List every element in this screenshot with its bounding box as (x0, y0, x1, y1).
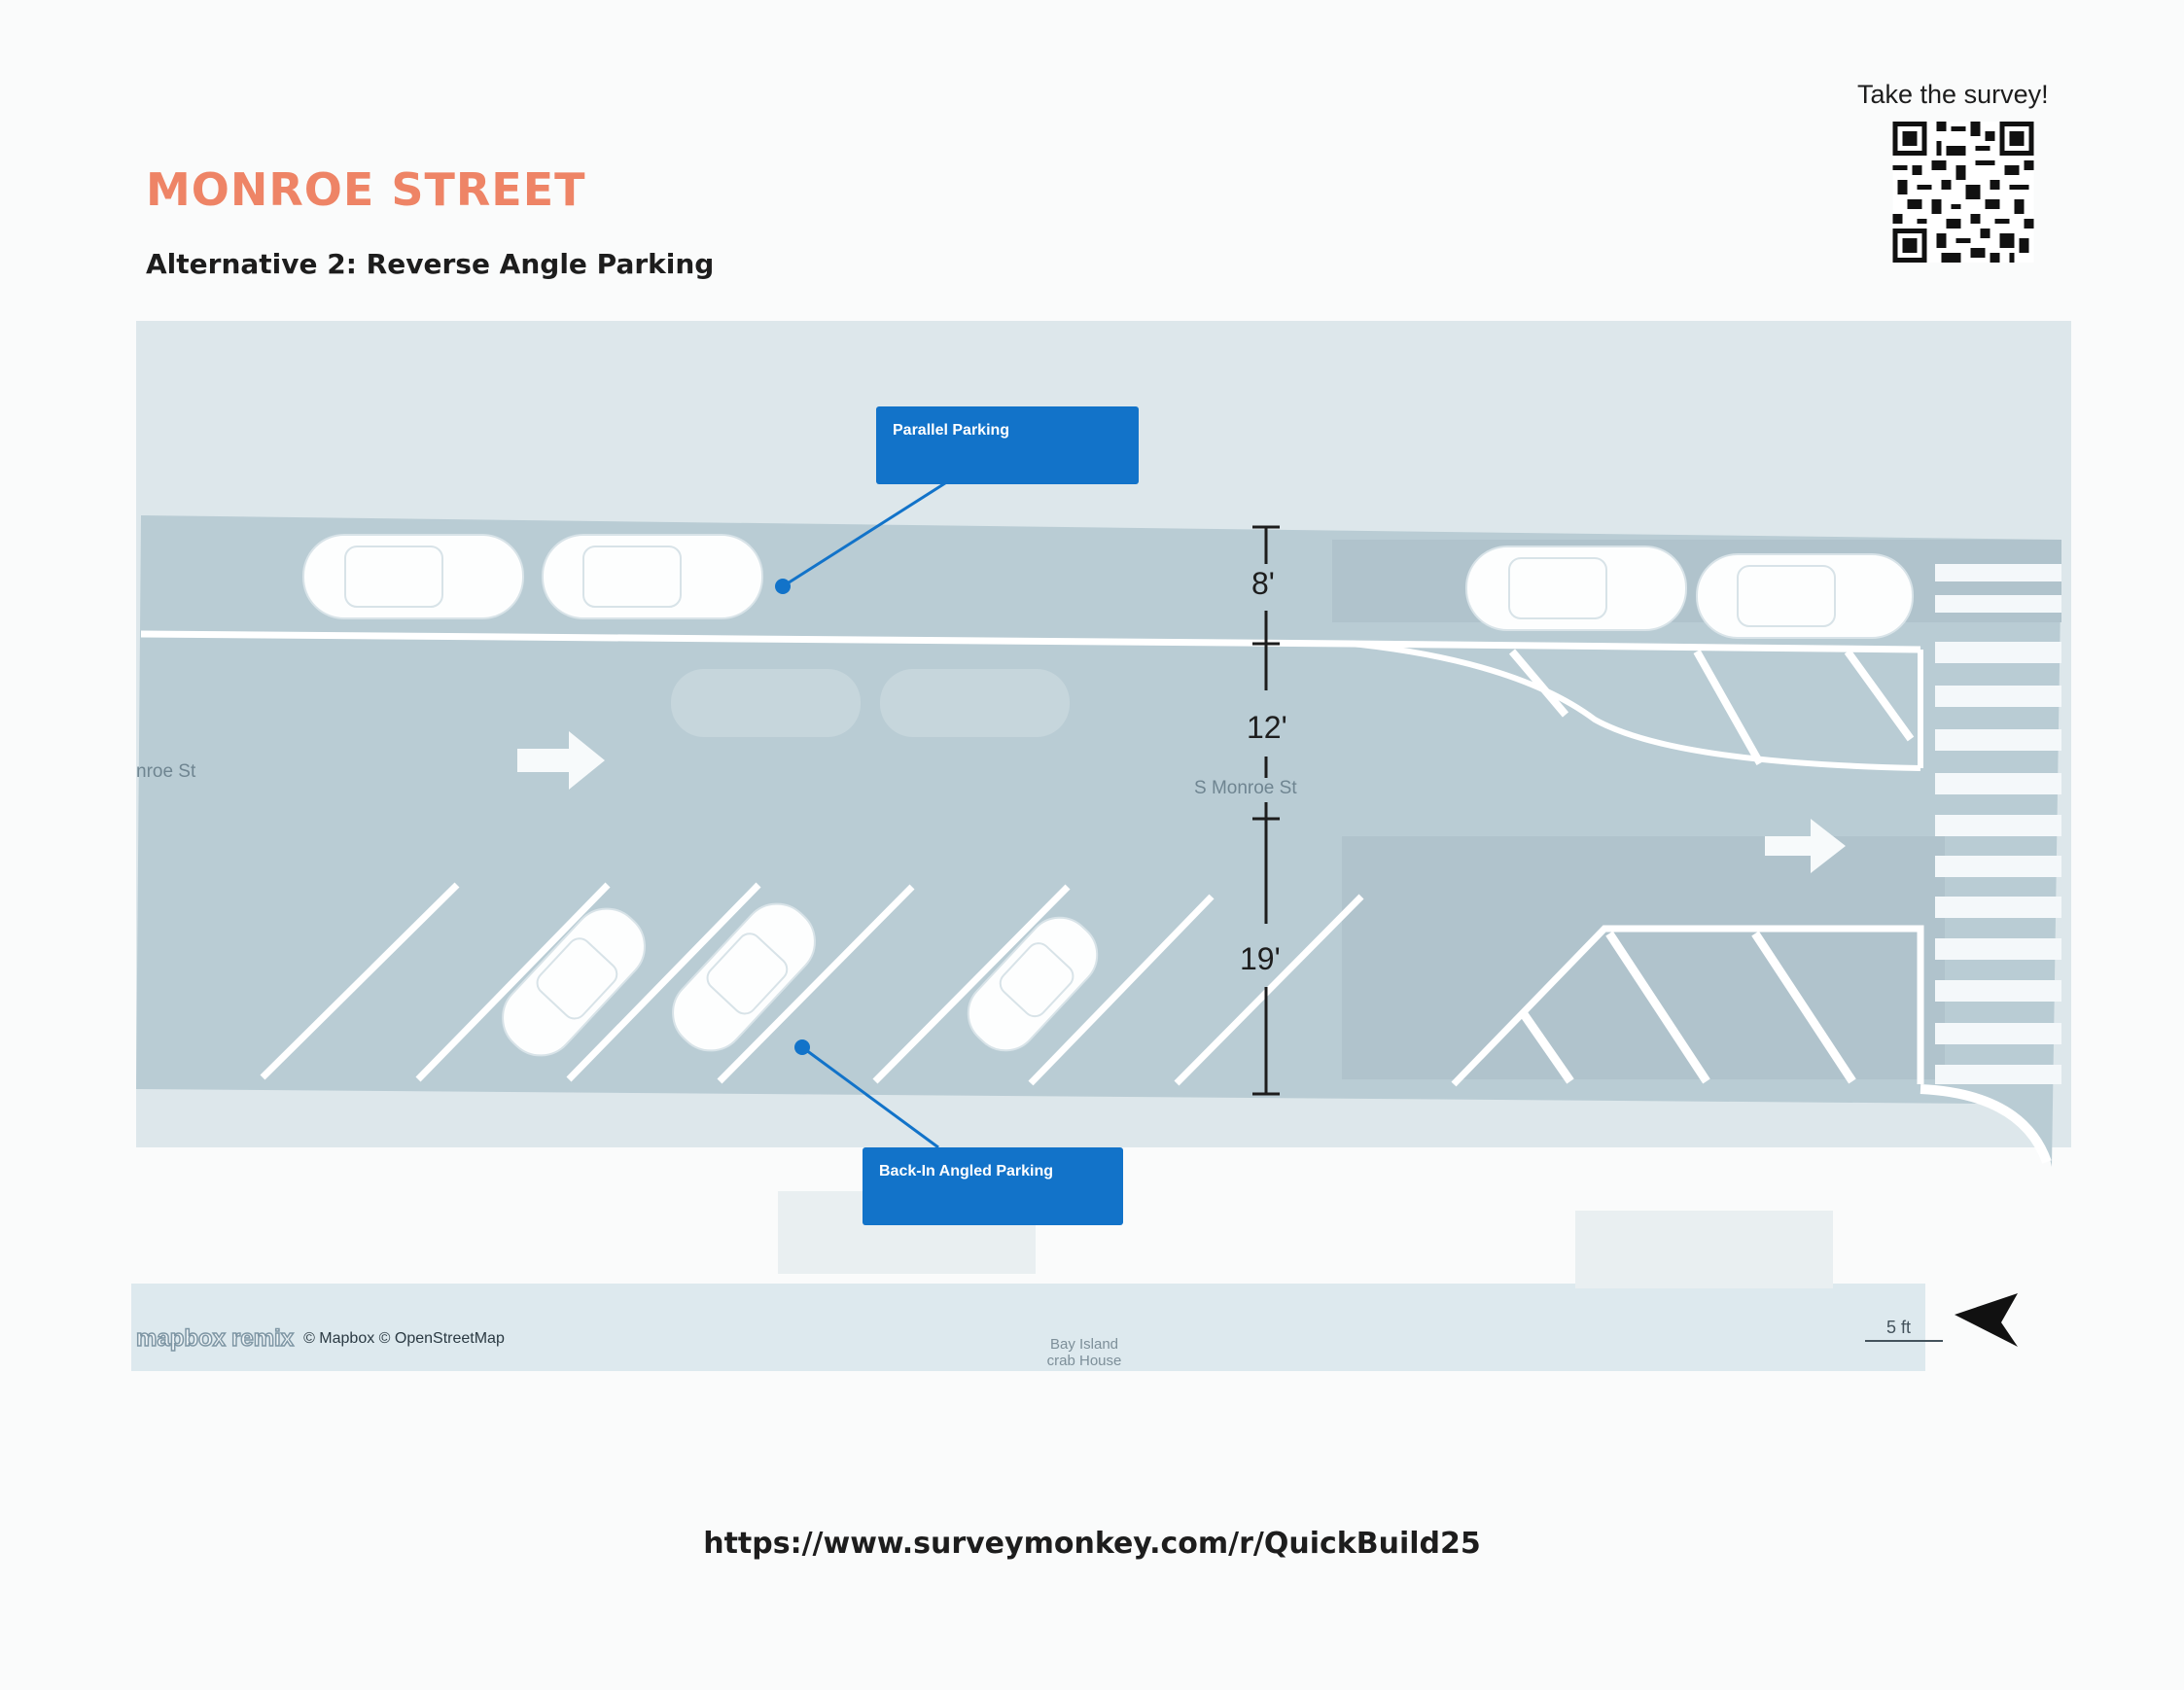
road-shade (1342, 836, 1945, 1079)
ghost-car (671, 669, 861, 737)
parallel-car (1696, 553, 1914, 639)
dimension-label: 8' (1251, 566, 1275, 601)
parallel-car (542, 534, 763, 619)
place-label-line: crab House (1046, 1353, 1122, 1369)
scale-label: 5 ft (1886, 1318, 1912, 1337)
direction-arrow-icon (1765, 819, 1846, 873)
parking-stall-lines (260, 882, 1364, 1086)
curb (1920, 1084, 2052, 1164)
dimension-lines (1252, 525, 1280, 1096)
crosswalk (1935, 564, 2061, 1084)
faded-building (1575, 1211, 1833, 1288)
survey-url[interactable]: https://www.surveymonkey.com/r/QuickBuil… (703, 1527, 1481, 1561)
street-label: nroe St (136, 761, 196, 782)
map-attribution: mapbox remix © Mapbox © OpenStreetMap (135, 1320, 505, 1357)
survey-label: Take the survey! (1857, 80, 2049, 109)
remix-logo[interactable]: remix (230, 1324, 295, 1353)
island-outline (1451, 925, 1924, 1087)
place-label: Bay Island crab House (1031, 1336, 1138, 1369)
parallel-car (1465, 546, 1687, 631)
taper-line (1351, 641, 1921, 771)
parallel-parking-callout: Parallel Parking (876, 406, 1139, 484)
page-subtitle: Alternative 2: Reverse Angle Parking (146, 248, 715, 280)
street-label: S Monroe St (1194, 778, 1297, 798)
scale-bar (1865, 1340, 1943, 1342)
north-arrow-icon (1955, 1293, 2018, 1347)
angled-car (967, 916, 1099, 1052)
qr-code-icon[interactable] (1891, 122, 2035, 263)
angled-parking-callout: Back-In Angled Parking (863, 1147, 1123, 1225)
map-credits[interactable]: © Mapbox © OpenStreetMap (303, 1330, 505, 1347)
place-label-line: Bay Island (1049, 1336, 1119, 1353)
map-footer-strip (131, 1284, 1925, 1371)
mapbox-logo[interactable]: mapbox (135, 1324, 227, 1353)
callout-leader (782, 479, 949, 588)
hatch-top (1508, 649, 1915, 765)
parallel-car (302, 534, 524, 619)
direction-arrow-icon (517, 731, 605, 790)
hatch-bottom (1518, 931, 1856, 1084)
dimension-label: 12' (1247, 710, 1287, 745)
ghost-car (880, 669, 1070, 737)
angled-car (502, 907, 646, 1057)
angled-car (672, 902, 816, 1052)
callout-dot (794, 1039, 810, 1055)
dimension-label: 19' (1240, 941, 1281, 976)
callout-dot (775, 579, 791, 594)
page-title: MONROE STREET (146, 163, 586, 216)
callout-leader (801, 1045, 939, 1149)
